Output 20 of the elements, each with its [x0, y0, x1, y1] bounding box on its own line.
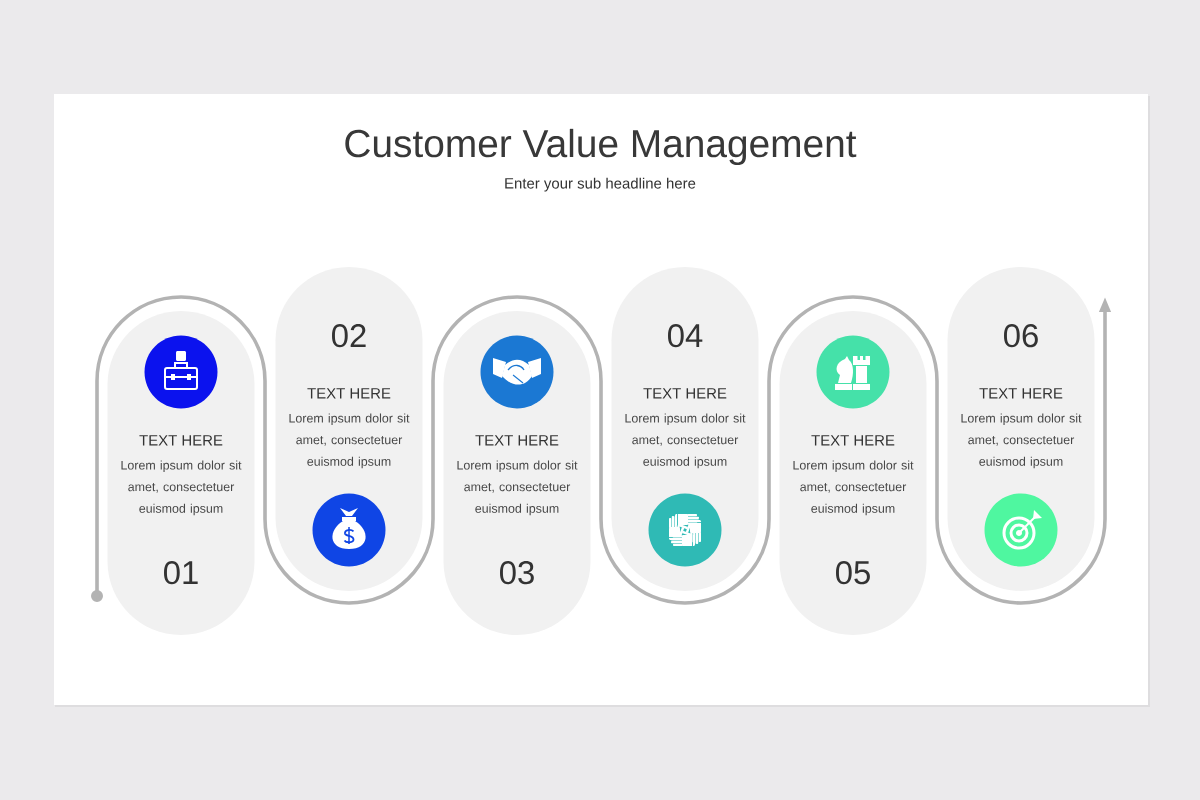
- step-heading: TEXT HERE: [643, 388, 727, 399]
- step-number: 03: [500, 561, 534, 585]
- step-heading: TEXT HERE: [139, 435, 223, 446]
- step-heading: TEXT HERE: [475, 435, 559, 446]
- step-heading: TEXT HERE: [307, 388, 391, 399]
- step-description: Lorem ipsum dolor sit amet, consectetuer euismod ipsum: [121, 460, 242, 516]
- step-number: 05: [836, 561, 870, 585]
- step-description: Lorem ipsum dolor sit amet, consectetuer euismod ipsum: [289, 413, 410, 469]
- step-number: 04: [668, 324, 703, 348]
- step-description: Lorem ipsum dolor sit amet, consectetuer euismod ipsum: [961, 413, 1082, 469]
- title: Customer Value Management: [345, 128, 857, 166]
- step-heading: TEXT HERE: [811, 435, 895, 446]
- step-description: Lorem ipsum dolor sit amet, consectetuer euismod ipsum: [457, 460, 578, 516]
- step-description: Lorem ipsum dolor sit amet, consectetuer euismod ipsum: [625, 413, 746, 469]
- step-number: 01: [164, 561, 198, 585]
- step-number: 06: [1004, 324, 1038, 348]
- step-number: 02: [332, 324, 366, 348]
- subtitle: Enter your sub headline here: [505, 177, 696, 192]
- step-description: Lorem ipsum dolor sit amet, consectetuer euismod ipsum: [793, 460, 914, 516]
- step-heading: TEXT HERE: [979, 388, 1063, 399]
